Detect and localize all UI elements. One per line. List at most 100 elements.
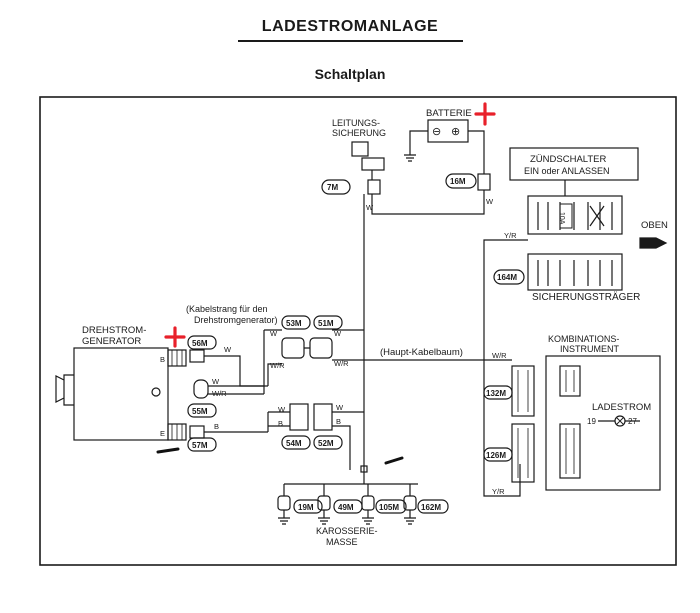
callout-57m-text: 57M (192, 441, 208, 450)
wire-label-yr-1: Y/R (504, 231, 517, 240)
alternator-label-2: GENERATOR (82, 336, 141, 347)
diagram-frame (39, 96, 677, 566)
fusible-link-body (361, 157, 385, 171)
callout-162m-text: 162M (421, 503, 441, 512)
wire-label-w-4: W (334, 329, 342, 338)
callout-16m (445, 173, 477, 189)
callout-7m-text: 7M (327, 183, 338, 192)
fusible-link-label-1: LEITUNGS- (332, 118, 380, 128)
callout-7m (321, 179, 351, 195)
callout-52m (313, 435, 343, 450)
charge-lamp-label: LADESTROM (592, 402, 651, 413)
callout-19m-text: 19M (298, 503, 314, 512)
cluster-label-1: KOMBINATIONS- (548, 334, 619, 344)
connector-56m-body (189, 349, 205, 363)
callout-56m (187, 335, 217, 350)
title-underline (238, 40, 463, 42)
callout-54m-text: 54M (286, 439, 302, 448)
harness-note-2: Drehstromgenerator) (194, 315, 278, 325)
wire-label-w-1: W (224, 345, 232, 354)
callout-51m (313, 315, 343, 330)
callout-162m (417, 499, 449, 514)
lamp-pin-19: 19 (587, 417, 596, 426)
callout-53m-text: 53M (286, 319, 302, 328)
callout-52m-text: 52M (318, 439, 334, 448)
wire-label-yr-2: Y/R (492, 487, 505, 496)
red-plus-alternator (164, 326, 186, 348)
ignition-label-1: ZÜNDSCHALTER (530, 154, 606, 165)
ground-bus (284, 470, 418, 485)
lamp-pin-27: 27 (628, 417, 637, 426)
connector-132m-body (511, 365, 535, 417)
alternator-pulley (55, 374, 74, 406)
callout-126m-text: 126M (486, 451, 506, 460)
battery-minus: ⊖ (432, 126, 441, 138)
wire-label-b-1: B (214, 422, 219, 431)
wire-yr (483, 239, 528, 497)
wire-label-w-6: W (336, 403, 344, 412)
ground-label-1: KAROSSERIE- (316, 526, 378, 536)
red-plus-marks (164, 102, 496, 348)
battery-label: BATTERIE (426, 108, 472, 119)
callout-132m-text: 132M (486, 389, 506, 398)
page-subtitle: Schaltplan (314, 66, 386, 82)
wire-label-w-2: W (212, 377, 220, 386)
wire-label-b-2: B (278, 419, 283, 428)
fuse-box-upper (527, 195, 623, 235)
callout-51m-text: 51M (318, 319, 334, 328)
cluster-box (545, 355, 661, 491)
wire-label-wr-1: W/R (212, 389, 227, 398)
callout-16m-text: 16M (450, 177, 466, 186)
connector-7m-body (367, 179, 381, 195)
hand-dash-1 (156, 447, 180, 454)
ground-label-2: MASSE (326, 537, 358, 547)
callout-49m (333, 499, 363, 514)
callout-132m (483, 385, 513, 400)
oben-label: OBEN (641, 220, 668, 231)
callout-105m-text: 105M (379, 503, 399, 512)
wire-label-w-8: W (486, 197, 494, 206)
ignition-switch-box (509, 147, 639, 181)
connector-51m-body (309, 337, 333, 359)
fuse-box-label: SICHERUNGSTRÄGER (532, 291, 640, 303)
wire-label-wr-3: W/R (334, 359, 349, 368)
cluster-label-2: INSTRUMENT (560, 344, 619, 354)
battery-plus-wire (468, 130, 485, 146)
connector-126m-body (511, 423, 535, 483)
callout-164m-text: 164M (497, 273, 517, 282)
callout-105m (375, 499, 407, 514)
callout-54m (281, 435, 311, 450)
oben-arrow (639, 237, 668, 249)
callout-57m (187, 437, 217, 452)
callout-126m (483, 447, 513, 462)
battery-ground-wire (404, 130, 428, 162)
wire-label-w-5: W (278, 405, 286, 414)
connector-55m-body (193, 379, 209, 399)
fusible-link-label-2: SICHERUNG (332, 128, 386, 138)
connector-57m-body (189, 425, 205, 439)
connector-16m-body (477, 173, 491, 191)
main-harness-label: (Haupt-Kabelbaum) (380, 347, 463, 358)
connector-52m-body (313, 403, 333, 431)
connector-53m-body (281, 337, 305, 359)
callout-55m (187, 403, 217, 418)
wire-label-wr-2: W/R (270, 361, 285, 370)
fuse-rating: 10A (558, 212, 565, 225)
callout-49m-text: 49M (338, 503, 354, 512)
callout-55m-text: 55M (192, 407, 208, 416)
callout-164m (493, 269, 525, 285)
page-title: LADESTROMANLAGE (261, 18, 439, 35)
callout-53m (281, 315, 311, 330)
alt-pin-b: B (160, 355, 165, 364)
battery-plus: ⊕ (451, 126, 460, 138)
red-plus-battery (474, 102, 496, 126)
fusible-link-box (351, 141, 369, 157)
wire-label-w-7: W (366, 203, 374, 212)
callout-56m-text: 56M (192, 339, 208, 348)
callout-19m (293, 499, 323, 514)
harness-note-1: (Kabelstrang für den (186, 304, 268, 314)
connector-54m-body (289, 403, 309, 431)
fuse-box-lower (527, 253, 623, 291)
ignition-label-2: EIN oder ANLASSEN (524, 166, 610, 176)
